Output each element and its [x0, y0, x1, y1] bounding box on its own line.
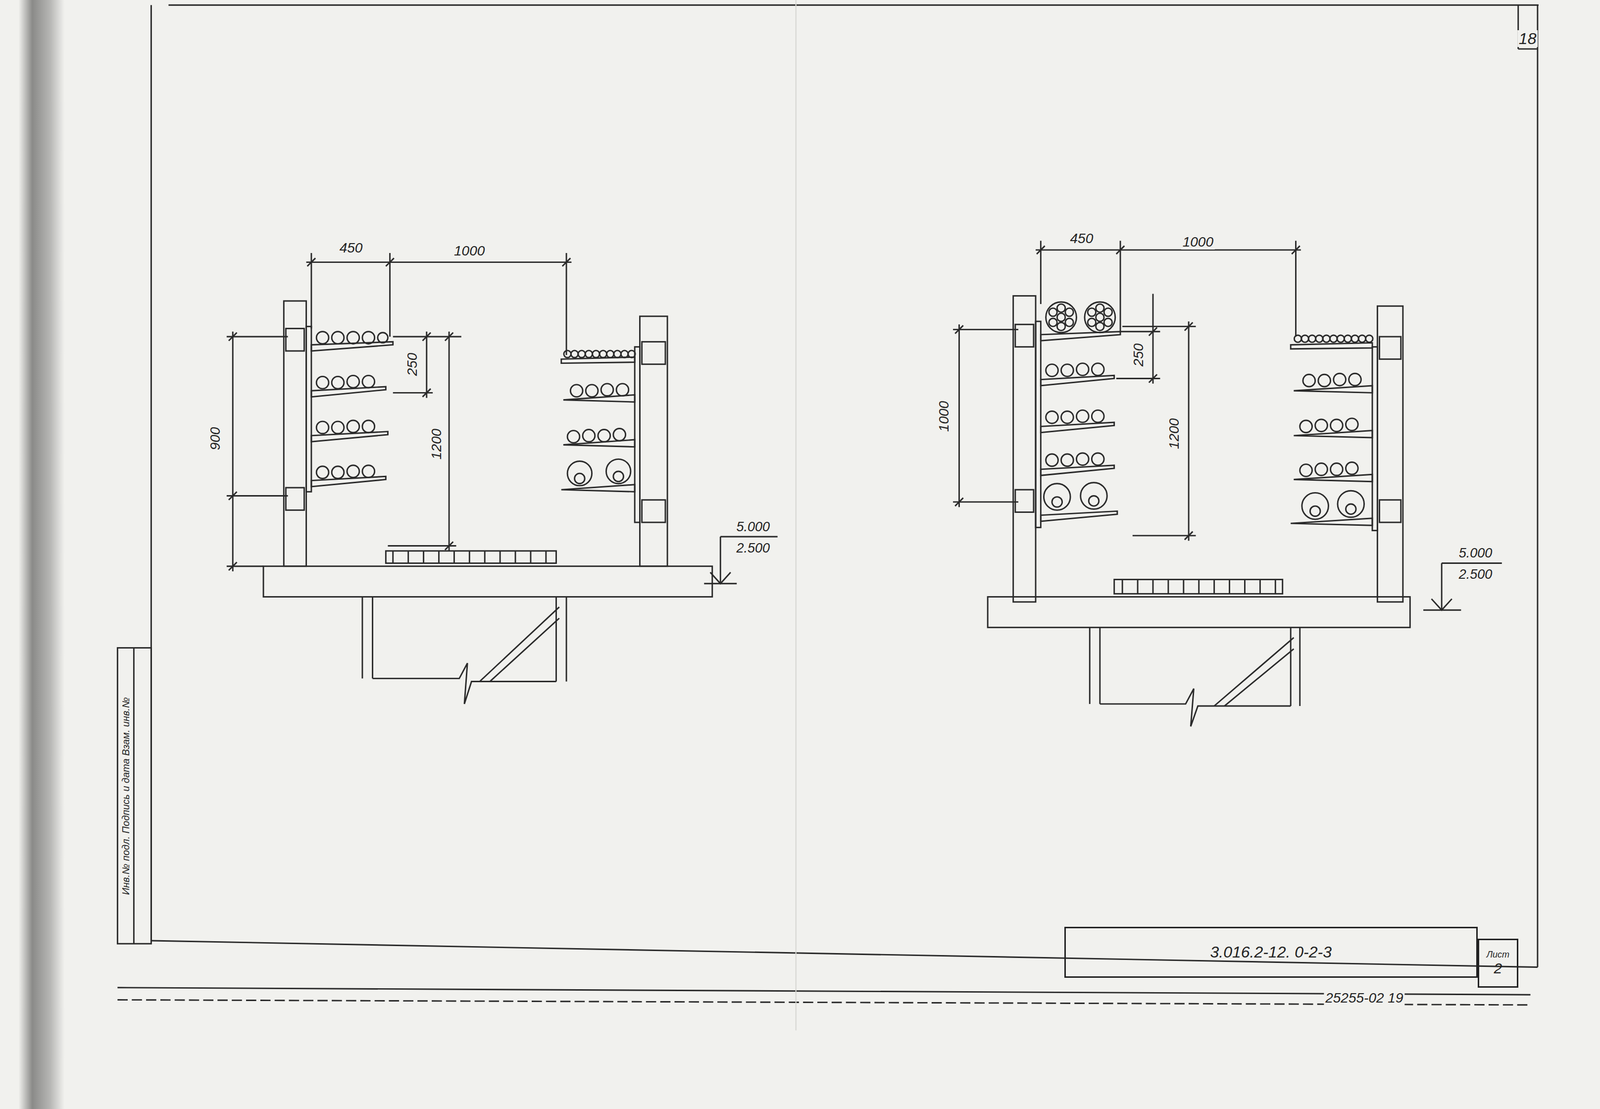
cell-text: 2	[1494, 959, 1503, 977]
dimension-text: 1200	[1166, 416, 1182, 451]
cell-text: 3.016.2-12. 0-2-3	[1209, 943, 1332, 961]
dimension-text: 1000	[452, 243, 487, 259]
level-mark: 5.000	[1457, 546, 1495, 561]
level-mark: 2.500	[1457, 567, 1495, 582]
dimension-text: 1200	[429, 426, 445, 461]
dimension-text: 250	[1131, 342, 1147, 369]
dimension-text: 450	[338, 240, 365, 256]
sheet-number-cell: Лист2	[1477, 938, 1519, 988]
dimension-text: 250	[404, 350, 420, 378]
dimension-text: 900	[207, 425, 223, 452]
dimension-text: 1000	[936, 399, 952, 434]
title-block-cell: 3.016.2-12. 0-2-3	[1064, 926, 1478, 978]
archive-number: 25255-02 19	[1323, 990, 1405, 1006]
level-mark: 2.500	[734, 540, 772, 555]
level-mark: 5.000	[734, 519, 772, 534]
page-number: 18	[1517, 30, 1539, 48]
stamp-text: Инв.№ подл. Подпись и дата Взам. инв.№	[120, 695, 132, 897]
cell-text: Лист	[1486, 950, 1510, 960]
dimension-text: 1000	[1181, 234, 1215, 250]
dimension-text: 450	[1068, 231, 1096, 247]
